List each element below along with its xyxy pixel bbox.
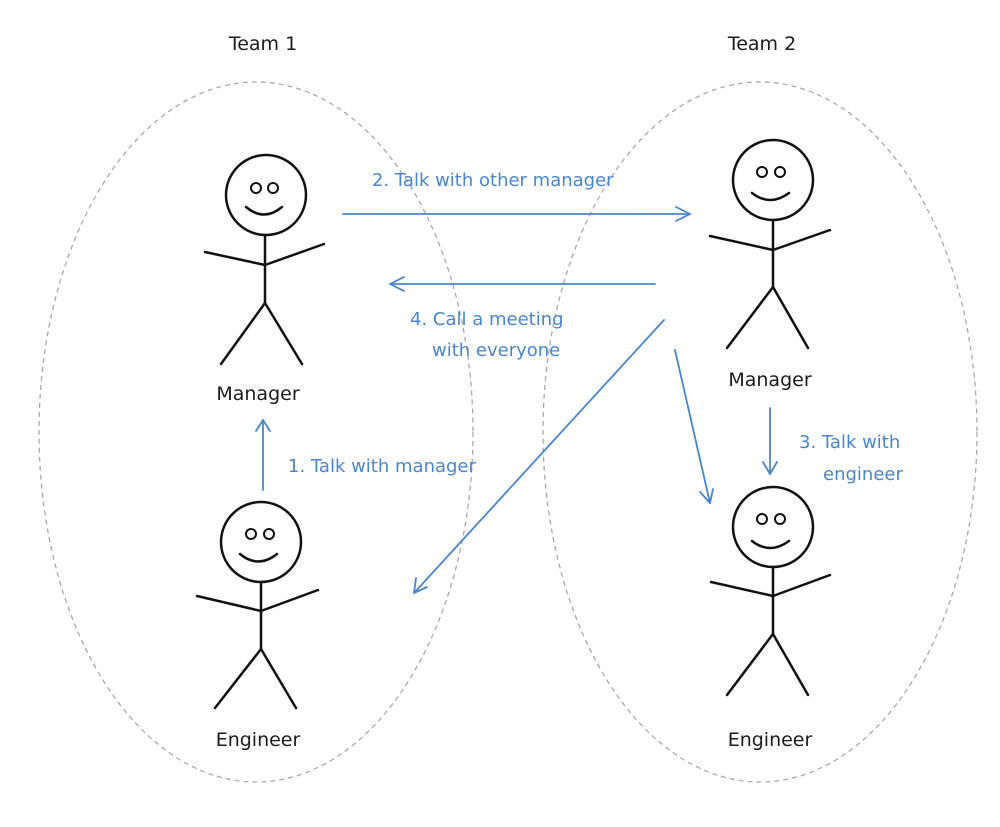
right-leg (771, 285, 810, 350)
team-2-manager-figure (708, 138, 832, 350)
team-1-boundary (38, 81, 474, 783)
team-1-engineer-figure (195, 500, 320, 710)
step-4-label-line-1: 4. Call a meeting (410, 309, 564, 330)
flow-arrows (255, 206, 778, 594)
step-4-arrow-to-engineer (413, 319, 665, 594)
right-leg (263, 301, 304, 366)
smile (750, 539, 791, 550)
arms (195, 594, 263, 613)
right-eye (263, 528, 275, 540)
team-1-manager-figure (203, 153, 326, 366)
head (731, 138, 815, 222)
left-eye (250, 182, 262, 194)
arms (709, 580, 775, 598)
arms (263, 242, 326, 267)
right-eye (774, 513, 786, 525)
team-2-title: Team 2 (727, 33, 796, 55)
arms (771, 573, 832, 598)
team-2-manager-label: Manager (728, 369, 811, 391)
smile (238, 552, 279, 563)
arms (708, 234, 775, 252)
step-3-label-line-1: 3. Talk with (799, 432, 900, 453)
arms (203, 250, 267, 267)
step-1-arrow (255, 419, 271, 491)
left-leg (725, 632, 775, 697)
smile (244, 205, 284, 216)
diagonal-arrow-to-team-2-engineer (674, 349, 714, 504)
left-eye (756, 166, 768, 178)
step-3-arrow (762, 407, 778, 475)
team-1-manager-label: Manager (216, 383, 299, 405)
right-leg (771, 632, 810, 697)
left-leg (219, 301, 267, 366)
arms (259, 588, 320, 613)
left-eye (245, 528, 257, 540)
team-2-boundary (542, 81, 978, 783)
left-leg (725, 285, 775, 350)
right-eye (774, 166, 786, 178)
step-3-label-line-2: engineer (823, 464, 903, 485)
team-2-engineer-figure (709, 485, 832, 697)
step-4-label-line-2: with everyone (432, 340, 560, 361)
head (731, 485, 815, 569)
right-eye (267, 182, 279, 194)
step-2-label: 2. Talk with other manager (372, 170, 614, 191)
team-1-engineer-label: Engineer (216, 729, 301, 751)
step-4-arrow-to-manager (389, 276, 656, 292)
right-leg (259, 647, 298, 710)
head (224, 153, 308, 237)
team-1-title: Team 1 (228, 33, 297, 55)
left-eye (756, 513, 768, 525)
team-2-engineer-label: Engineer (728, 729, 813, 751)
head (219, 500, 303, 584)
left-leg (213, 647, 263, 710)
step-1-label: 1. Talk with manager (288, 456, 477, 477)
step-2-arrow (342, 206, 691, 222)
arms (771, 228, 832, 252)
smile (750, 191, 791, 202)
